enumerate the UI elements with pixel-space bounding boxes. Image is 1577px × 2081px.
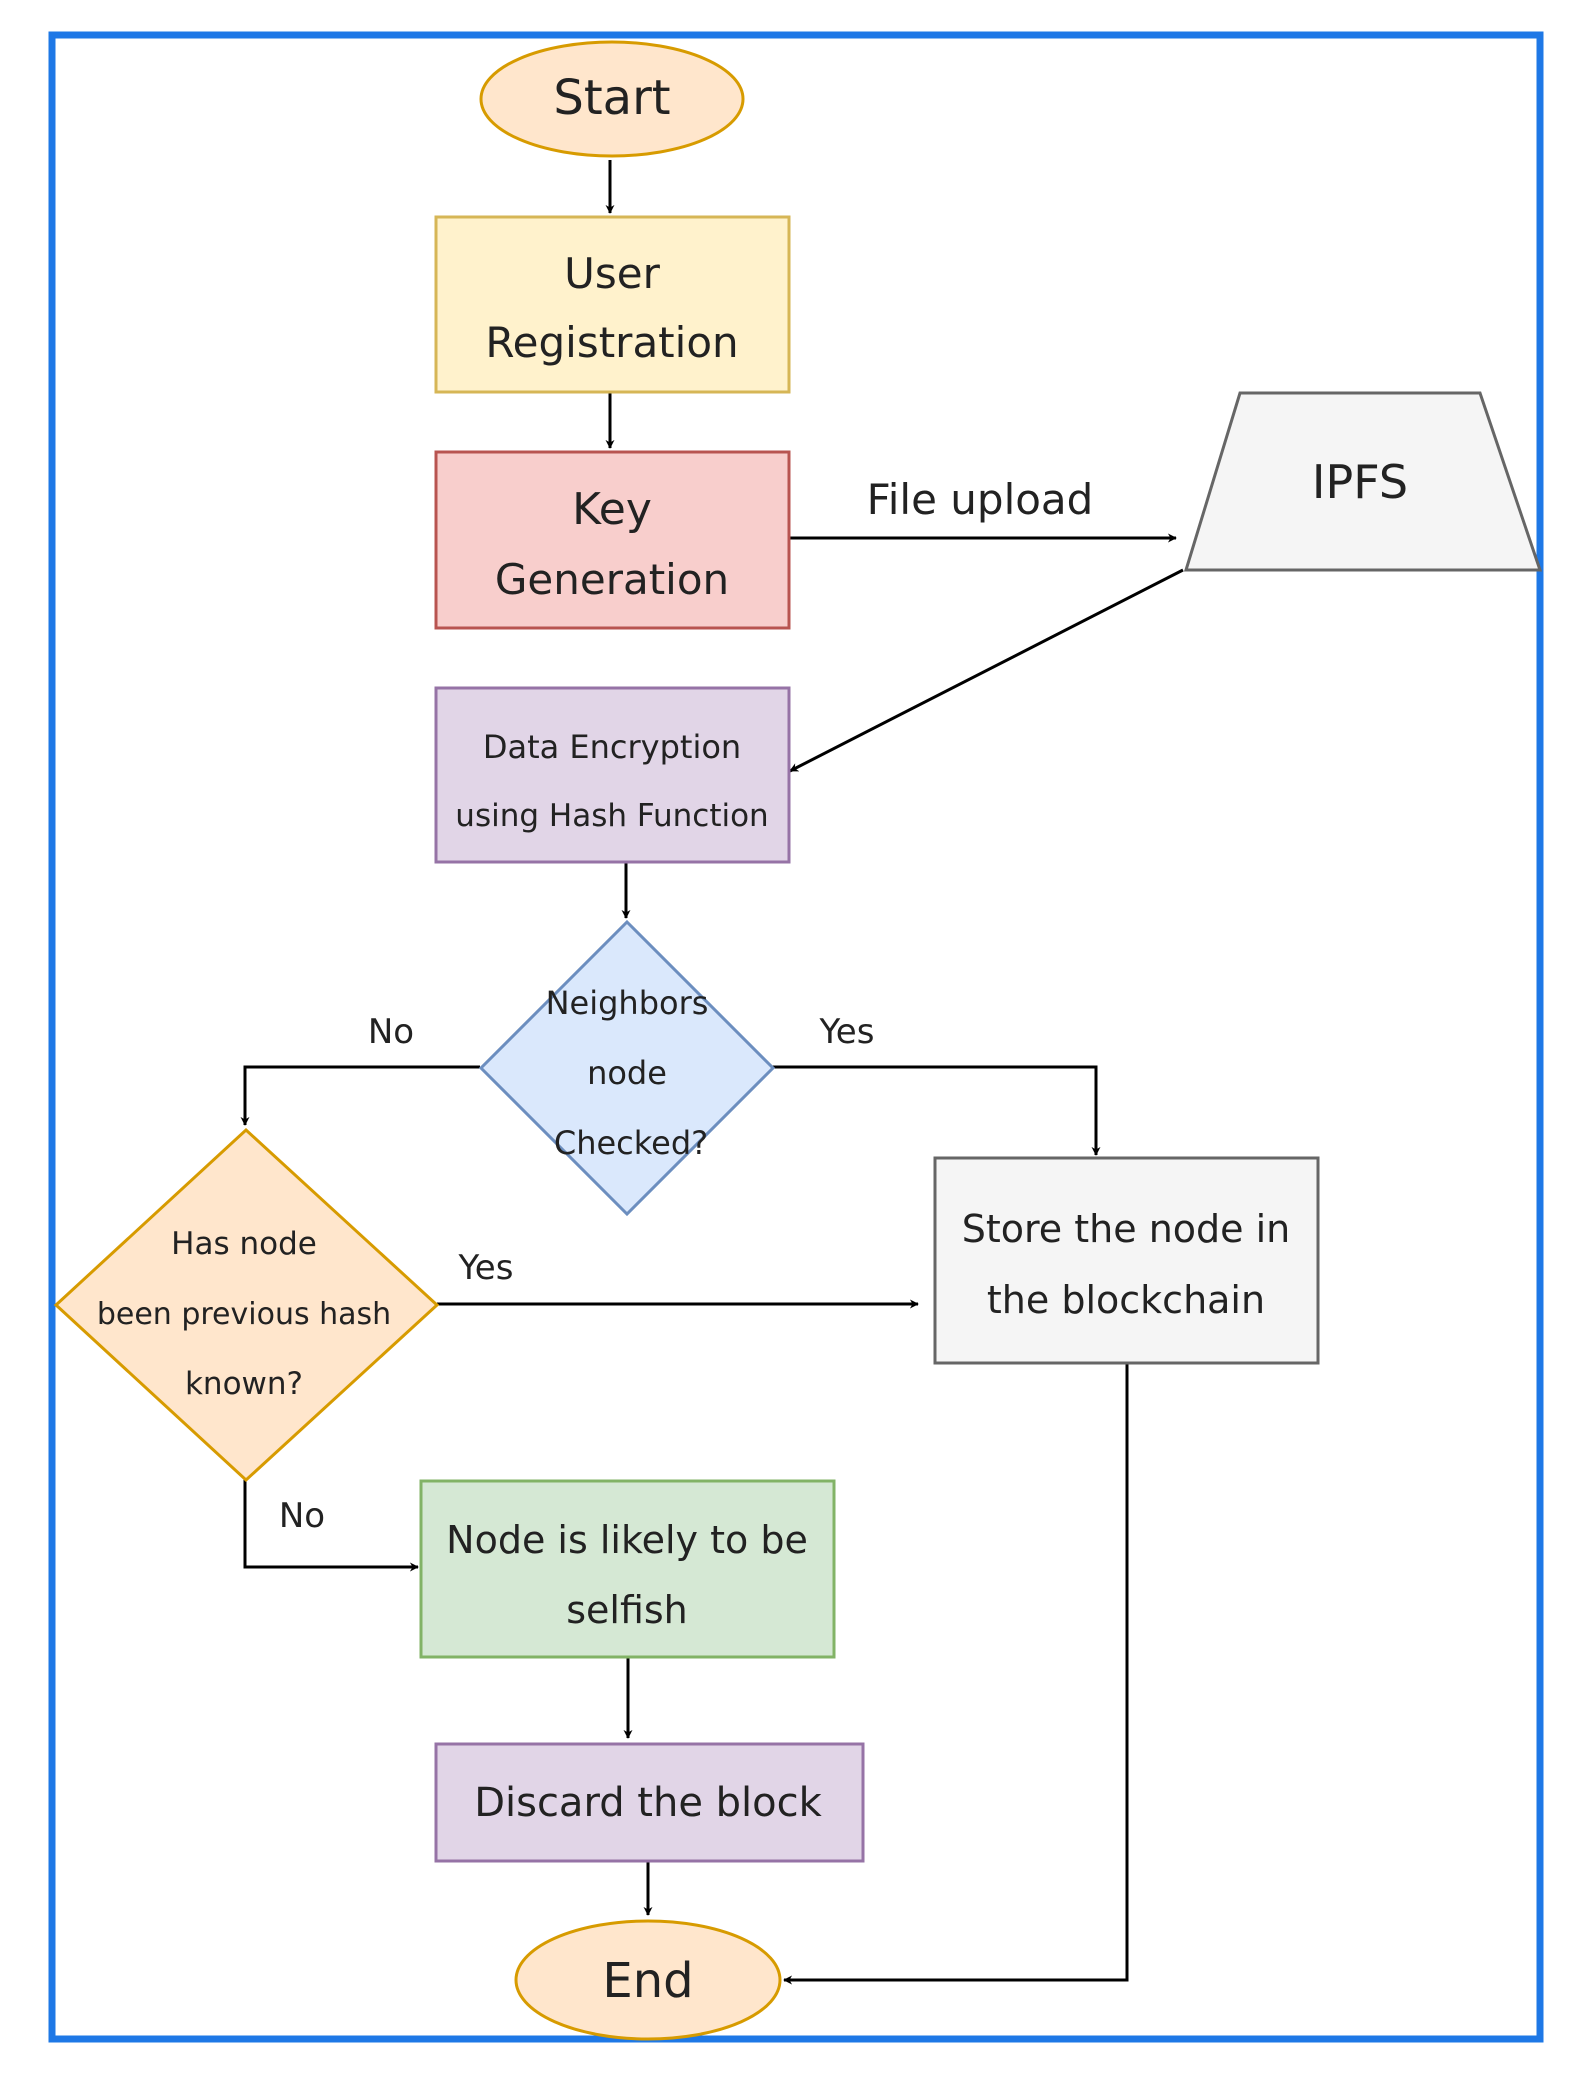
user-registration-box bbox=[434, 215, 791, 394]
ipfs-storage-shape bbox=[1183, 391, 1543, 572]
edge-label-yes-previous-hash: Yes bbox=[458, 1248, 514, 1288]
edge-label-yes-neighbors: Yes bbox=[819, 1012, 875, 1052]
key-generation-label-line-2: Generation bbox=[495, 555, 729, 604]
data-encryption-box bbox=[434, 686, 791, 864]
start-label: Start bbox=[553, 70, 670, 126]
edge-neighbors-checked-no-to-previous-hash bbox=[240, 1065, 480, 1126]
likely-selfish-label-line-1: Node is likely to be bbox=[446, 1518, 808, 1562]
edge-label-file-upload: File upload bbox=[867, 475, 1094, 524]
start-terminal bbox=[479, 40, 745, 158]
neighbors-checked-decision bbox=[478, 919, 776, 1217]
user-registration-label-line-2: Registration bbox=[485, 318, 738, 367]
likely-selfish-box bbox=[419, 1479, 836, 1659]
previous-hash-label-line-3: known? bbox=[185, 1366, 303, 1402]
edges-group bbox=[240, 160, 1184, 1985]
previous-hash-known-decision bbox=[53, 1127, 440, 1483]
end-terminal bbox=[514, 1919, 782, 2041]
store-node-box bbox=[933, 1156, 1320, 1365]
edge-label-no-previous-hash: No bbox=[279, 1496, 325, 1536]
nodes-group bbox=[53, 40, 1543, 2041]
previous-hash-label-line-2: been previous hash bbox=[97, 1297, 391, 1332]
previous-hash-label-line-1: Has node bbox=[171, 1226, 317, 1262]
data-encryption-label-line-2: using Hash Function bbox=[455, 798, 768, 834]
neighbors-checked-label-line-2: node bbox=[587, 1054, 667, 1092]
edge-previous-hash-no-to-likely-selfish bbox=[243, 1479, 419, 1572]
user-registration-label-line-1: User bbox=[564, 249, 660, 298]
neighbors-checked-label-line-3: Checked? bbox=[554, 1124, 708, 1162]
neighbors-checked-label-line-1: Neighbors bbox=[546, 984, 709, 1022]
edge-neighbors-checked-yes-to-store-node bbox=[772, 1065, 1101, 1156]
discard-block-box bbox=[434, 1742, 865, 1863]
node-labels-group: Start User Registration Key Generation I… bbox=[97, 70, 1408, 2009]
end-label: End bbox=[602, 1953, 693, 2009]
edge-store-node-to-end bbox=[783, 1362, 1129, 1985]
likely-selfish-label-line-2: selfish bbox=[566, 1588, 688, 1632]
discard-block-label: Discard the block bbox=[474, 1780, 822, 1826]
diagram-frame bbox=[48, 31, 1544, 2043]
key-generation-box bbox=[434, 450, 791, 630]
key-generation-label-line-1: Key bbox=[572, 484, 652, 535]
edge-label-no-neighbors: No bbox=[368, 1012, 414, 1052]
store-node-label-line-1: Store the node in bbox=[962, 1207, 1291, 1251]
store-node-label-line-2: the blockchain bbox=[987, 1278, 1265, 1322]
ipfs-label: IPFS bbox=[1312, 455, 1408, 509]
data-encryption-label-line-1: Data Encryption bbox=[483, 728, 741, 766]
edge-ipfs-to-data-encryption bbox=[789, 568, 1184, 773]
